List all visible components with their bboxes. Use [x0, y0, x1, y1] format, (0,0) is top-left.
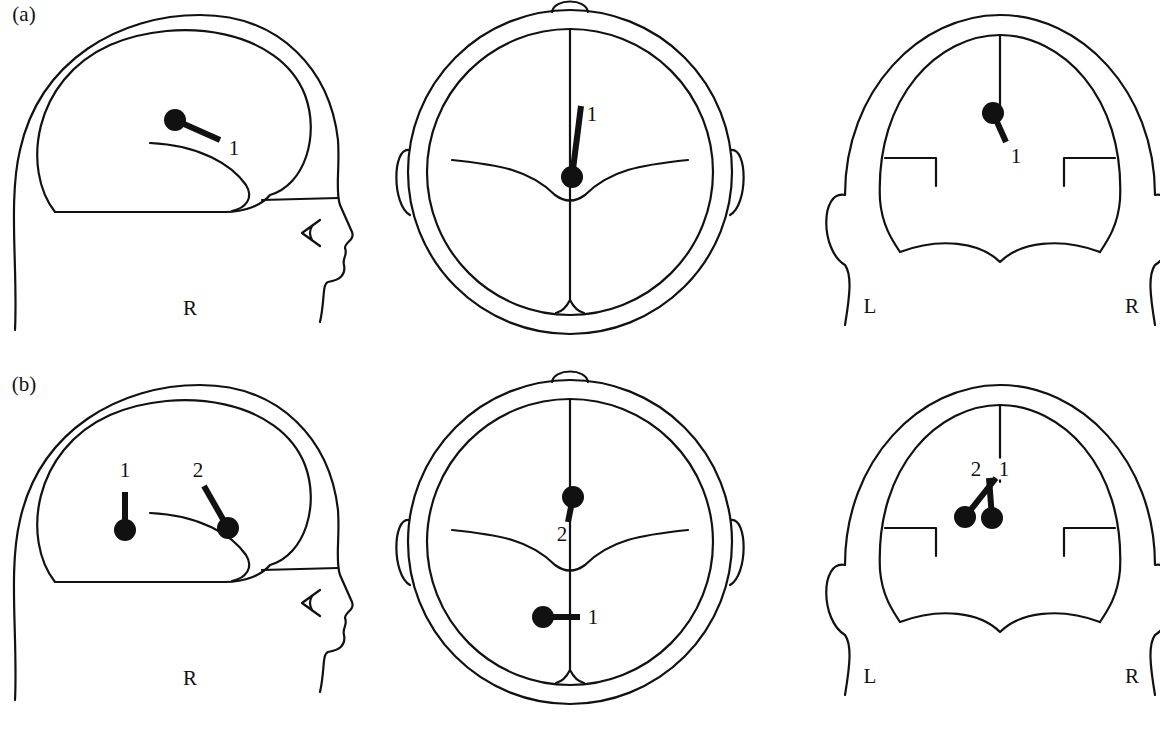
- callout-number: 1: [228, 138, 241, 159]
- side-marker: R: [1124, 296, 1140, 317]
- callout-number: 2: [556, 524, 569, 545]
- side-marker: R: [1124, 666, 1140, 687]
- callout-number: 2: [192, 460, 205, 481]
- panel-letter: (a): [11, 4, 36, 25]
- callout-number: 1: [586, 104, 599, 125]
- panel-letter: (b): [11, 374, 38, 395]
- callout-number: 1: [998, 459, 1011, 480]
- side-marker: R: [182, 668, 198, 689]
- callout-number: 1: [1010, 146, 1023, 167]
- side-marker: L: [863, 296, 878, 317]
- callout-number: 1: [119, 460, 132, 481]
- side-marker: L: [863, 666, 878, 687]
- callout-number: 1: [587, 607, 600, 628]
- side-marker: R: [182, 298, 198, 319]
- callout-number: 2: [970, 459, 983, 480]
